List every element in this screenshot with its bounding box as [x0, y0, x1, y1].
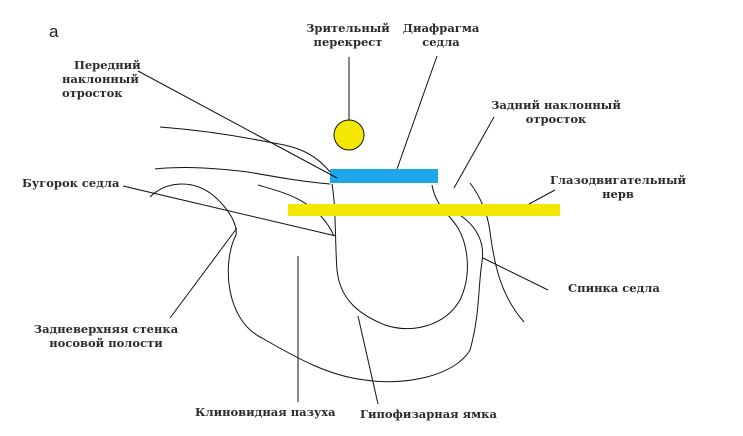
- leader-anterior-clinoid: [137, 70, 338, 179]
- label-oculomotor: Глазодвигательный нерв: [549, 173, 687, 201]
- leader-pituitary-fossa: [357, 315, 379, 405]
- diaphragm-sellae-bar: [330, 169, 438, 183]
- label-anterior-clinoid: Передний наклонный отросток: [62, 58, 141, 100]
- leader-lines: [122, 55, 556, 405]
- label-diaphragm: Диафрагма седла: [402, 21, 480, 49]
- label-tuberculum: Бугорок седла: [22, 176, 120, 190]
- tuberculum-contour: [154, 167, 331, 185]
- label-sphenoid-sinus: Клиновидная пазуха: [195, 405, 336, 419]
- optic-chiasm-shape: [333, 119, 365, 151]
- leader-dorsum: [482, 257, 549, 291]
- leader-nasal-wall: [169, 227, 238, 319]
- leader-diaphragm: [396, 55, 438, 170]
- anatomy-outlines: [149, 126, 525, 383]
- dorsum-sellae-contour: [469, 182, 525, 323]
- leader-posterior-clinoid: [453, 116, 495, 189]
- sphenoid-outer-contour: [149, 183, 484, 383]
- panel-letter: а: [49, 22, 59, 41]
- label-posterior-clinoid: Задний наклонный отросток: [491, 98, 621, 126]
- pituitary-fossa-contour: [331, 183, 468, 329]
- oculomotor-nerve-bar: [288, 204, 560, 216]
- leader-oculomotor: [528, 189, 556, 205]
- label-optic-chiasm: Зрительный перекрест: [306, 21, 390, 49]
- anterior-clinoid-contour: [159, 126, 331, 173]
- inner-wall-contour: [257, 184, 335, 237]
- label-dorsum: Спинка седла: [568, 281, 660, 295]
- label-nasal-wall: Задневерхняя стенка носовой полости: [33, 322, 179, 350]
- leader-tuberculum: [122, 185, 337, 237]
- label-pituitary-fossa: Гипофизарная ямка: [360, 407, 497, 421]
